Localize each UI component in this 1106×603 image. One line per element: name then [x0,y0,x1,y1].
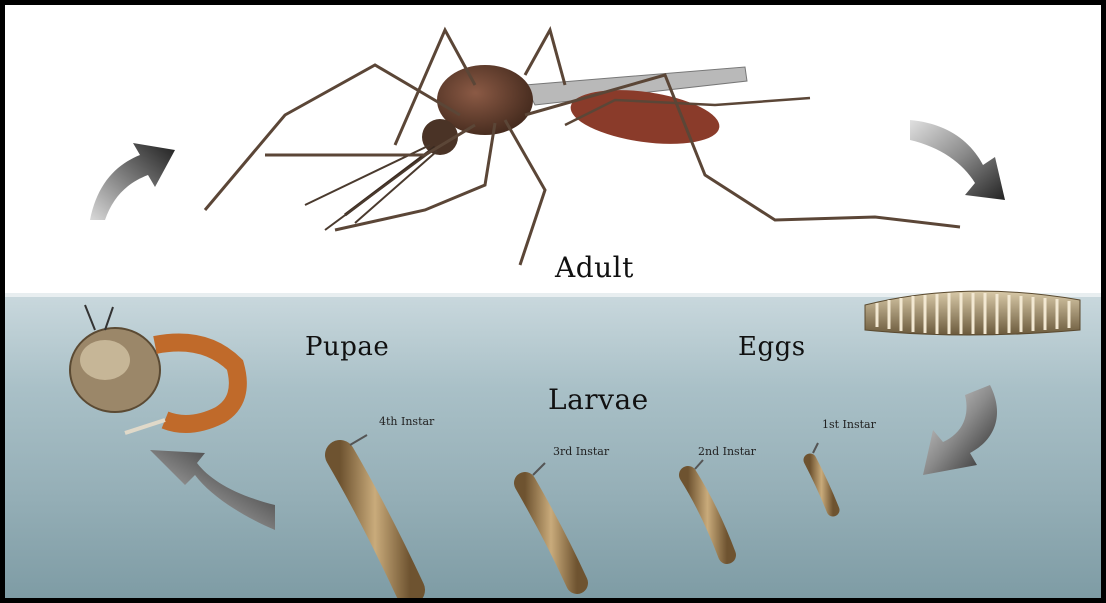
cycle-arrow-icon [910,120,1005,200]
egg-raft-icon [865,291,1080,335]
cycle-arrow-icon [150,450,275,530]
instar-1-label: 1st Instar [822,418,876,431]
eggs-stage-label: Eggs [738,332,806,362]
pupae-stage-label: Pupae [305,332,389,362]
larva-icon [525,463,577,583]
instar-3-label: 3rd Instar [553,445,609,458]
larva-icon [340,435,410,590]
cycle-arrow-icon [90,143,175,220]
instar-4-label: 4th Instar [379,415,434,428]
larvae-stage-label: Larvae [548,383,649,416]
larva-icon [688,460,727,555]
cycle-arrow-icon [923,385,997,475]
pupa-icon [70,305,238,433]
larva-icon [810,443,833,510]
illustration-layer [5,5,1106,603]
adult-stage-label: Adult [555,251,634,284]
mosquito-illustration [205,30,960,265]
instar-2-label: 2nd Instar [698,445,756,458]
